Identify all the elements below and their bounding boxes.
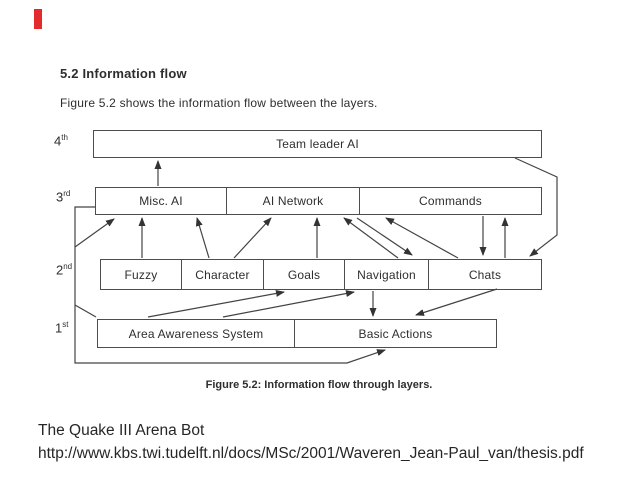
layer2-box: Fuzzy Character Goals Navigation Chats (100, 259, 542, 290)
intro-text: Figure 5.2 shows the information flow be… (60, 96, 378, 110)
layer-label-4th: 4th (54, 133, 88, 148)
layer-num: 3 (56, 189, 64, 205)
layer3-box: Misc. AI AI Network Commands (95, 187, 542, 215)
layer-num: 4 (54, 133, 62, 149)
layer-sup: rd (63, 189, 71, 198)
layer-num: 2 (56, 262, 64, 278)
box-basic-actions: Basic Actions (294, 320, 496, 347)
arrow-chats-to-ainetwork (385, 217, 459, 259)
layer-sup: st (62, 320, 69, 329)
arrow-navigation-to-ainetwork (343, 217, 399, 259)
layer-label-2nd: 2nd (56, 262, 90, 277)
arrow-ainetwork-to-navigation (356, 217, 413, 256)
box-misc-ai: Misc. AI (139, 194, 183, 208)
arrow-character-to-ainetwork (233, 217, 272, 259)
layer-num: 1 (55, 320, 63, 336)
arrow-aas-to-navigation (222, 290, 355, 318)
box-team-leader-ai: Team leader AI (276, 137, 359, 151)
arrow-aas-to-miscai (74, 218, 115, 248)
layer-sup: nd (63, 262, 73, 271)
arrow-character-to-miscai (195, 217, 210, 259)
layer-label-3rd: 3rd (56, 189, 90, 204)
box-commands: Commands (359, 188, 541, 214)
box-fuzzy: Fuzzy (124, 267, 158, 282)
box-goals: Goals (263, 260, 344, 289)
slide-footer: The Quake III Arena Bot http://www.kbs.t… (38, 419, 584, 465)
line-aas-left-feed (74, 304, 97, 318)
layer4-box: Team leader AI (93, 130, 542, 158)
figure-caption: Figure 5.2: Information flow through lay… (205, 379, 433, 391)
section-heading: 5.2 Information flow (60, 66, 187, 81)
footer-url: http://www.kbs.twi.tudelft.nl/docs/MSc/2… (38, 445, 584, 462)
slide-accent-bar (34, 9, 42, 29)
box-navigation: Navigation (344, 260, 428, 289)
box-area-awareness-system: Area Awareness System (128, 326, 264, 341)
footer-title: The Quake III Arena Bot (38, 422, 205, 439)
box-ai-network: AI Network (226, 188, 359, 214)
box-character: Character (181, 260, 263, 289)
layer-label-1st: 1st (55, 320, 89, 335)
layer1-box: Area Awareness System Basic Actions (97, 319, 497, 348)
arrow-aas-to-goals (147, 290, 285, 318)
box-chats: Chats (428, 260, 541, 289)
arrow-chats-to-basicactions (415, 288, 498, 316)
layer-sup: th (61, 133, 68, 142)
